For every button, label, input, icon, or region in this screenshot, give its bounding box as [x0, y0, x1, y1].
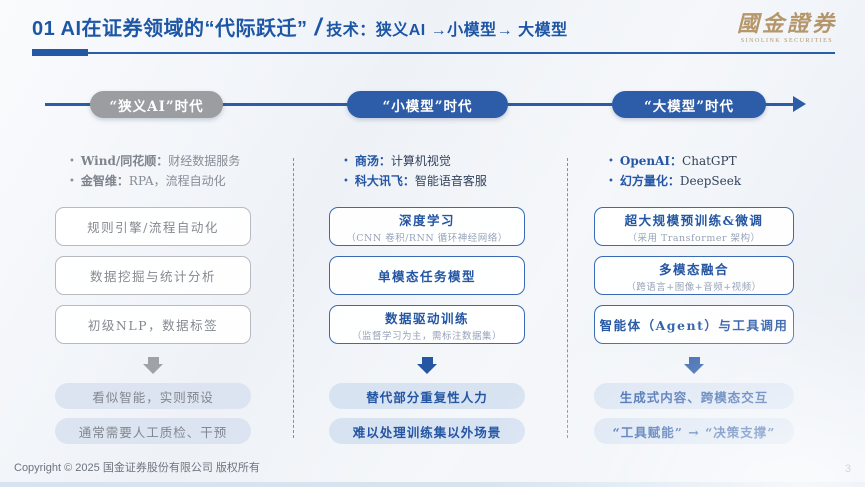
- result-pill: 生成式内容、跨模态交互: [594, 383, 794, 409]
- company-examples: Wind/同花顺：财经数据服务 金智维：RPA，流程自动化: [55, 145, 251, 207]
- column-divider: [293, 158, 294, 438]
- timeline-arrow-icon: [793, 96, 806, 112]
- company-desc: DeepSeek: [679, 174, 742, 188]
- copyright-text: Copyright © 2025 国金证券股份有限公司 版权所有: [14, 462, 260, 474]
- tech-box: 数据挖掘与统计分析: [55, 256, 251, 295]
- company-name: Wind/同花顺：: [80, 154, 169, 168]
- tech-box-title: 初级NLP，数据标签: [87, 318, 219, 333]
- tech-box-title: 智能体（Agent）与工具调用: [599, 318, 789, 333]
- tech-box-subtitle: （采用 Transformer 架构）: [627, 232, 761, 244]
- title-underline-accent: [32, 49, 88, 56]
- tech-box-title: 单模态任务模型: [377, 269, 476, 284]
- page-title: 01 AI在证券领域的“代际跃迁” / 技术：狭义AI →小模型→ 大模型: [32, 12, 568, 42]
- tech-box-subtitle: （CNN 卷积/RNN 循环神经网络）: [346, 232, 508, 244]
- company-name: 金智维：: [80, 174, 129, 188]
- tech-box-title: 规则引擎/流程自动化: [87, 220, 219, 235]
- company-desc: 计算机视觉: [390, 154, 451, 168]
- bullet-item: 科大讯飞：智能语音客服: [343, 172, 525, 192]
- company-desc: 财经数据服务: [168, 154, 241, 168]
- company-desc: ChatGPT: [682, 154, 737, 168]
- company-desc: RPA，流程自动化: [128, 174, 226, 188]
- company-examples: OpenAI：ChatGPT 幻方量化：DeepSeek: [594, 145, 794, 207]
- title-main: 01 AI在证券领域的“代际跃迁”: [32, 18, 308, 40]
- column-small-model: 商汤：计算机视觉 科大讯飞：智能语音客服 深度学习 （CNN 卷积/RNN 循环…: [329, 145, 525, 453]
- result-pill: 通常需要人工质检、干预: [55, 418, 251, 444]
- page-number: 3: [844, 463, 851, 475]
- company-name: 幻方量化：: [619, 174, 680, 188]
- title-subtitle: 技术：狭义AI →小模型→ 大模型: [326, 22, 568, 39]
- bullet-item: Wind/同花顺：财经数据服务: [69, 152, 251, 172]
- down-arrow-icon: [594, 357, 794, 374]
- title-underline: [32, 52, 835, 54]
- tech-box-subtitle: （监督学习为主，需标注数据集）: [351, 330, 502, 342]
- company-desc: 智能语音客服: [414, 174, 487, 188]
- bottom-strip: [0, 482, 865, 487]
- tech-box-subtitle: （跨语言+图像+音频+视频）: [626, 281, 762, 293]
- era-pill-narrow-ai: “狭义AI”时代: [90, 91, 223, 118]
- tech-box: 智能体（Agent）与工具调用: [594, 305, 794, 344]
- tech-box-title: 数据驱动训练: [384, 310, 469, 326]
- tech-box: 数据驱动训练 （监督学习为主，需标注数据集）: [329, 305, 525, 344]
- column-large-model: OpenAI：ChatGPT 幻方量化：DeepSeek 超大规模预训练&微调 …: [594, 145, 794, 453]
- column-divider: [567, 158, 568, 438]
- bullet-item: 幻方量化：DeepSeek: [608, 172, 794, 192]
- era-timeline: “狭义AI”时代 “小模型”时代 “大模型”时代: [0, 90, 865, 120]
- era-pill-large-model: “大模型”时代: [612, 91, 766, 118]
- down-arrow-icon: [55, 357, 251, 374]
- result-pill: 替代部分重复性人力: [329, 383, 525, 409]
- tech-box: 初级NLP，数据标签: [55, 305, 251, 344]
- result-pill: “工具赋能” → “决策支撑”: [594, 418, 794, 444]
- bullet-item: OpenAI：ChatGPT: [608, 152, 794, 172]
- company-name: 商汤：: [354, 154, 391, 168]
- bullet-item: 金智维：RPA，流程自动化: [69, 172, 251, 192]
- logo-chinese-text: 國金證券: [736, 11, 837, 37]
- tech-box: 单模态任务模型: [329, 256, 525, 295]
- result-pill: 难以处理训练集以外场景: [329, 418, 525, 444]
- down-arrow-icon: [329, 357, 525, 374]
- logo-english-text: SINOLINK SECURITIES: [740, 38, 834, 44]
- company-logo: 國金證券 SINOLINK SECURITIES: [737, 6, 837, 44]
- tech-box: 规则引擎/流程自动化: [55, 207, 251, 246]
- column-narrow-ai: Wind/同花顺：财经数据服务 金智维：RPA，流程自动化 规则引擎/流程自动化…: [55, 145, 251, 453]
- tech-box-title: 多模态融合: [658, 261, 729, 277]
- tech-box: 超大规模预训练&微调 （采用 Transformer 架构）: [594, 207, 794, 246]
- company-name: OpenAI：: [619, 154, 683, 168]
- company-name: 科大讯飞：: [354, 174, 415, 188]
- tech-box-title: 超大规模预训练&微调: [624, 212, 764, 228]
- tech-box: 多模态融合 （跨语言+图像+音频+视频）: [594, 256, 794, 295]
- tech-box-title: 数据挖掘与统计分析: [89, 269, 216, 284]
- era-pill-small-model: “小模型”时代: [347, 91, 508, 118]
- tech-box: 深度学习 （CNN 卷积/RNN 循环神经网络）: [329, 207, 525, 246]
- tech-box-title: 深度学习: [398, 212, 455, 228]
- title-separator: /: [314, 14, 322, 41]
- bullet-item: 商汤：计算机视觉: [343, 152, 525, 172]
- company-examples: 商汤：计算机视觉 科大讯飞：智能语音客服: [329, 145, 525, 207]
- result-pill: 看似智能，实则预设: [55, 383, 251, 409]
